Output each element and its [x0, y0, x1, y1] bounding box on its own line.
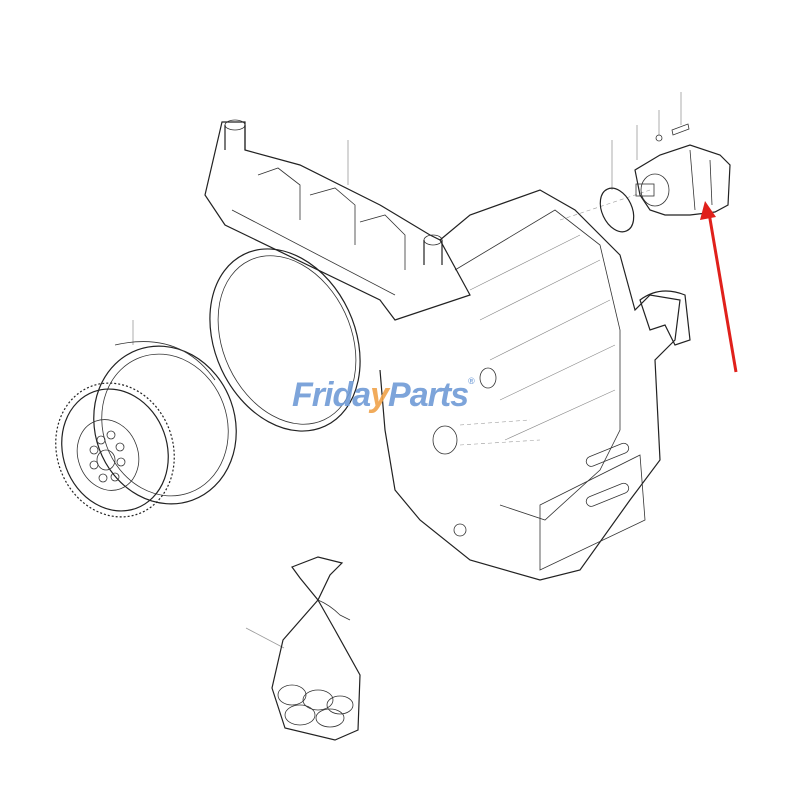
o-ring	[599, 187, 635, 233]
watermark-text-accent: y	[370, 376, 389, 414]
leader-lines	[132, 92, 682, 649]
hydraulic-pump	[634, 123, 731, 216]
highlight-arrow	[700, 201, 738, 373]
watermark-logo: FridayParts®	[292, 376, 475, 420]
watermark-text-part1: Frida	[292, 376, 371, 414]
torque-converter	[55, 341, 237, 518]
parts-bag	[271, 556, 361, 741]
watermark-text-part2: Parts	[388, 376, 469, 414]
transmission-housing	[204, 119, 691, 581]
registered-mark: ®	[468, 376, 475, 386]
bag-rings	[277, 684, 354, 728]
